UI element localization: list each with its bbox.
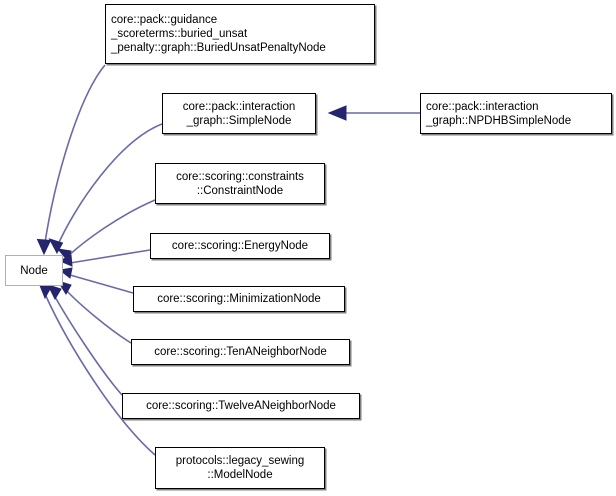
edge-npdhb-simple-node-arrowhead bbox=[327, 105, 347, 121]
class-label-constraint-node-line-1: ::ConstraintNode bbox=[196, 184, 284, 197]
class-label-model-node-line-0: protocols::legacy_sewing bbox=[175, 455, 305, 467]
class-box-energy-node[interactable]: core::scoring::EnergyNode bbox=[150, 233, 330, 259]
class-label-npdhb-simple-node-line-1: _graph::NPDHBSimpleNode bbox=[426, 114, 572, 127]
class-label-simple-node-line-0: core::pack::interaction bbox=[182, 100, 296, 113]
class-box-simple-node[interactable]: core::pack::interaction_graph::SimpleNod… bbox=[162, 93, 316, 134]
edge-ten-a-neighbor-node bbox=[56, 280, 132, 344]
class-label-node-line-0: Node bbox=[20, 264, 48, 277]
edge-simple-node-arrowhead bbox=[48, 238, 64, 255]
edge-minimization-node-arrowhead bbox=[58, 267, 73, 279]
edge-npdhb-simple-node bbox=[327, 105, 420, 121]
edge-simple-node bbox=[48, 123, 163, 255]
edge-energy-node bbox=[58, 249, 151, 267]
class-label-buried-unsat-penalty-node-line-1: _scoreterms::buried_unsat bbox=[111, 28, 248, 40]
class-label-energy-node-line-0: core::scoring::EnergyNode bbox=[171, 240, 309, 252]
class-label-buried-unsat-penalty-node-line-2: _penalty::graph::BuriedUnsatPenaltyNode bbox=[111, 42, 326, 54]
edge-energy-node-arrowhead bbox=[58, 254, 73, 267]
class-label-twelve-a-neighbor-node-line-0: core::scoring::TwelveANeighborNode bbox=[146, 400, 336, 412]
class-label-minimization-node-line-0: core::scoring::MinimizationNode bbox=[157, 293, 321, 305]
edge-twelve-a-neighbor-node-arrowhead bbox=[47, 284, 62, 301]
class-box-model-node[interactable]: protocols::legacy_sewing::ModelNode bbox=[155, 447, 325, 489]
class-box-node[interactable]: Node bbox=[5, 255, 63, 286]
class-label-constraint-node-line-0: core::scoring::constraints bbox=[176, 170, 304, 183]
class-label-model-node-line-1: ::ModelNode bbox=[207, 469, 273, 481]
class-box-twelve-a-neighbor-node[interactable]: core::scoring::TwelveANeighborNode bbox=[122, 393, 360, 419]
class-box-ten-a-neighbor-node[interactable]: core::scoring::TenANeighborNode bbox=[131, 339, 350, 365]
class-label-npdhb-simple-node-line-0: core::pack::interaction bbox=[426, 100, 539, 113]
class-box-buried-unsat-penalty-node[interactable]: core::pack::guidance_scoreterms::buried_… bbox=[105, 4, 375, 64]
class-label-ten-a-neighbor-node-line-0: core::scoring::TenANeighborNode bbox=[154, 346, 327, 358]
class-box-npdhb-simple-node[interactable]: core::pack::interaction_graph::NPDHBSimp… bbox=[420, 93, 612, 134]
class-box-minimization-node[interactable]: core::scoring::MinimizationNode bbox=[133, 286, 345, 312]
edge-buried-unsat-penalty-node bbox=[36, 64, 106, 256]
edge-buried-unsat-penalty-node-arrowhead bbox=[36, 238, 52, 256]
class-label-buried-unsat-penalty-node-line-0: core::pack::guidance bbox=[111, 14, 218, 26]
edge-minimization-node bbox=[58, 267, 134, 294]
edge-twelve-a-neighbor-node bbox=[47, 284, 123, 396]
class-box-constraint-node[interactable]: core::scoring::constraints::ConstraintNo… bbox=[155, 163, 325, 204]
class-label-simple-node-line-1: _graph::SimpleNode bbox=[186, 114, 292, 127]
